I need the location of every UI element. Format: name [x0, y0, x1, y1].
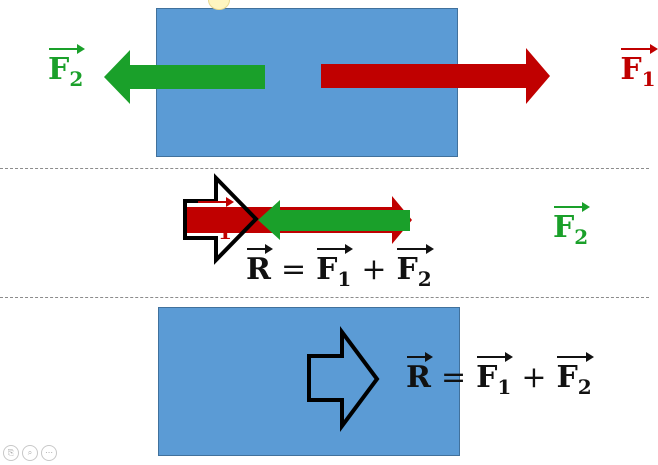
- label-f2-mid: F2: [553, 202, 591, 249]
- resultant-arrow-bottom: [307, 325, 380, 433]
- force-f2-arrow: [104, 50, 265, 104]
- section3-arrows: [307, 325, 380, 433]
- section2-arrows: [183, 173, 412, 265]
- force-f2-arrow-sum: [258, 200, 410, 240]
- label-f1-mid: F1: [197, 197, 235, 244]
- divider-2: [0, 297, 649, 298]
- viewer-toolbar: ⎘ ⌕ ⋯: [3, 445, 57, 461]
- equation-mid: R=F1+F2: [246, 244, 434, 291]
- divider-1: [0, 168, 649, 169]
- zoom-icon[interactable]: ⌕: [22, 445, 38, 461]
- label-f1-top: F1: [620, 44, 658, 91]
- resultant-outline-arrow: [183, 173, 259, 265]
- copy-icon[interactable]: ⎘: [3, 445, 19, 461]
- label-f2-top: F2: [48, 44, 86, 91]
- force-f1-arrow: [321, 48, 550, 104]
- equation-bottom: R=F1+F2: [406, 352, 594, 399]
- more-icon[interactable]: ⋯: [41, 445, 57, 461]
- section1-arrows: [104, 48, 550, 104]
